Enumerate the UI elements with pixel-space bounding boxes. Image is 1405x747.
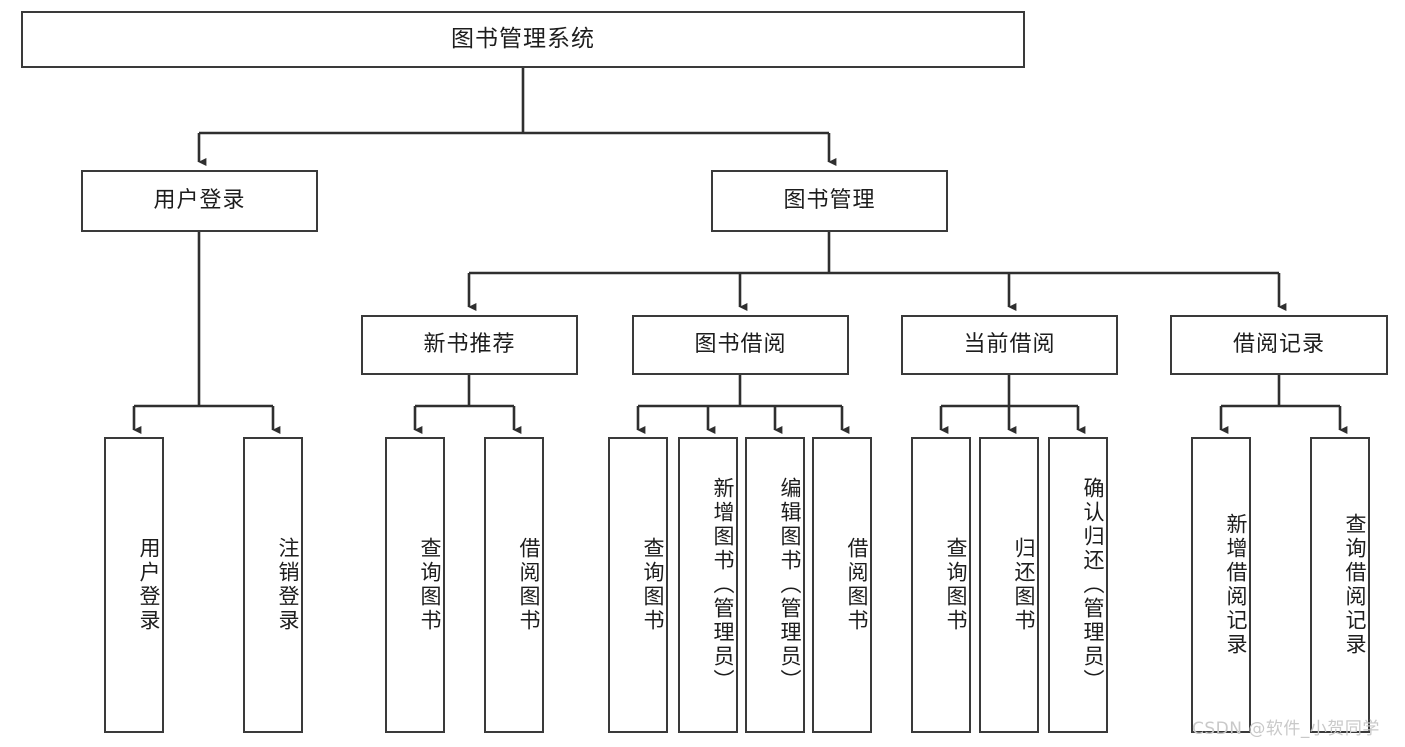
node-label: 图书管理系统 <box>451 25 595 52</box>
node-new-book-recommend[interactable]: 新书推荐 <box>361 315 578 375</box>
node-root-system[interactable]: 图书管理系统 <box>21 11 1025 68</box>
leaf-book-borrow-add[interactable]: 新增图书（管理员） <box>678 437 738 733</box>
node-label: 借阅记录 <box>1232 331 1325 357</box>
node-label: 当前借阅 <box>963 331 1056 357</box>
node-label: 新增借阅记录 <box>1224 513 1248 657</box>
leaf-current-borrow-return[interactable]: 归还图书 <box>979 437 1039 733</box>
leaf-current-borrow-query[interactable]: 查询图书 <box>911 437 971 733</box>
node-current-borrow[interactable]: 当前借阅 <box>901 315 1118 375</box>
node-label: 图书借阅 <box>694 331 787 357</box>
leaf-new-book-query[interactable]: 查询图书 <box>385 437 445 733</box>
node-book-borrow[interactable]: 图书借阅 <box>632 315 849 375</box>
node-label: 注销登录 <box>276 537 300 633</box>
node-label: 确认归还（管理员） <box>1081 477 1105 693</box>
node-label: 新书推荐 <box>423 331 516 357</box>
node-label: 查询借阅记录 <box>1343 513 1367 657</box>
leaf-user-login-logout[interactable]: 注销登录 <box>243 437 303 733</box>
node-label: 用户登录 <box>137 537 161 633</box>
leaf-current-borrow-confirm-return[interactable]: 确认归还（管理员） <box>1048 437 1108 733</box>
node-label: 查询图书 <box>641 537 665 633</box>
node-label: 编辑图书（管理员） <box>778 477 802 693</box>
node-label: 查询图书 <box>944 537 968 633</box>
node-user-login[interactable]: 用户登录 <box>81 170 318 232</box>
csdn-watermark: CSDN @软件_小贺同学 <box>1192 719 1380 739</box>
node-label: 新增图书（管理员） <box>711 477 735 693</box>
leaf-book-borrow-borrow[interactable]: 借阅图书 <box>812 437 872 733</box>
node-label: 归还图书 <box>1012 537 1036 633</box>
leaf-book-borrow-query[interactable]: 查询图书 <box>608 437 668 733</box>
node-label: 用户登录 <box>153 187 246 213</box>
node-label: 图书管理 <box>783 187 876 213</box>
leaf-new-book-borrow[interactable]: 借阅图书 <box>484 437 544 733</box>
leaf-borrow-record-query[interactable]: 查询借阅记录 <box>1310 437 1370 733</box>
leaf-user-login-login[interactable]: 用户登录 <box>104 437 164 733</box>
node-book-management[interactable]: 图书管理 <box>711 170 948 232</box>
node-label: 借阅图书 <box>517 537 541 633</box>
node-label: 借阅图书 <box>845 537 869 633</box>
leaf-book-borrow-edit[interactable]: 编辑图书（管理员） <box>745 437 805 733</box>
node-label: 查询图书 <box>418 537 442 633</box>
node-borrow-record[interactable]: 借阅记录 <box>1170 315 1388 375</box>
leaf-borrow-record-add[interactable]: 新增借阅记录 <box>1191 437 1251 733</box>
